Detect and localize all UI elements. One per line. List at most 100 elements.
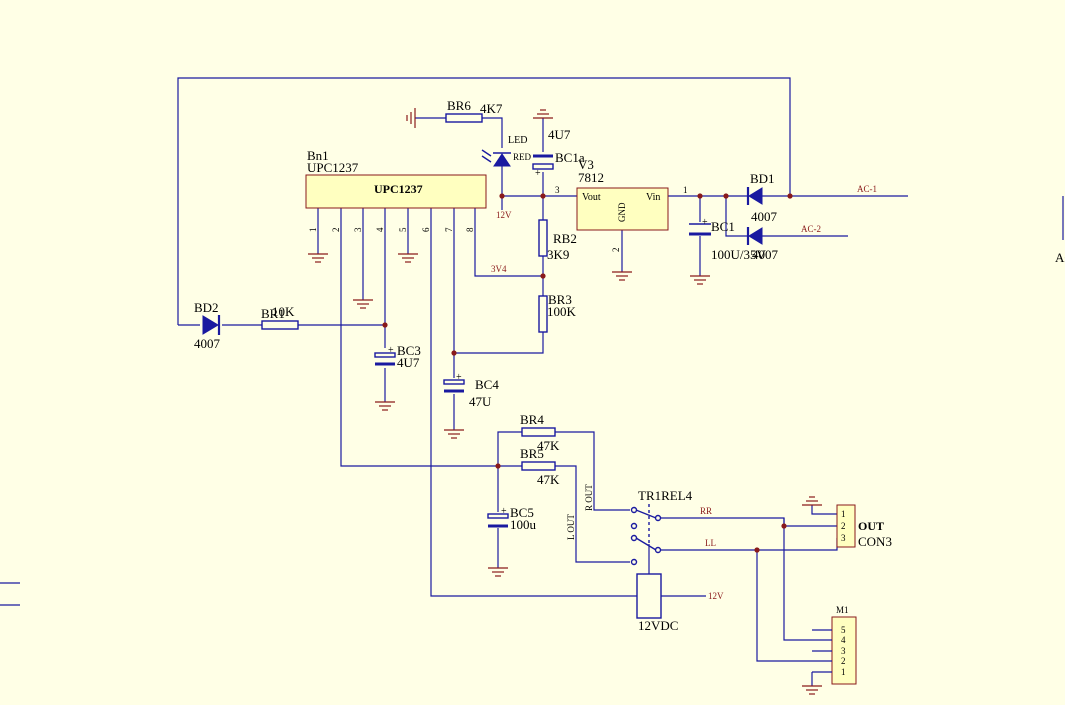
bc1-value: 100U/35V [711,247,767,262]
relay-ref: TR1REL4 [638,488,693,503]
ic-pin-label: 7 [444,227,454,232]
net-r-out: R OUT [584,484,594,511]
bc5-ref: BC5 [510,505,534,520]
ic-pin-label: 1 [308,228,318,233]
junction [781,523,787,529]
connector-m1: M1 5 4 3 2 1 [812,605,857,685]
rb2-ref: RB2 [553,231,577,246]
ic-body-label: UPC1237 [374,182,423,196]
capacitor-bc1: + BC1 100U/35V [689,217,767,262]
br4-ref: BR4 [520,412,544,427]
junction [723,193,729,199]
ic-pin-label: 2 [331,228,341,233]
ground-icon [802,496,822,506]
ground-icon [353,299,373,309]
junction [754,547,760,553]
ground-icon [398,253,418,263]
br3-value: 100K [547,304,577,319]
led-color: RED [513,152,532,162]
connector-con3: 1 2 3 OUT CON3 [836,504,892,549]
bd1-ref: BD1 [750,171,775,186]
rb2-value: 3K9 [547,247,569,262]
con-pin-label: 1 [841,509,846,519]
bc1a-value: 4U7 [548,127,571,142]
net-l-out: L OUT [566,514,576,540]
led-red: LED RED [481,135,532,167]
regulator-pin-gnd: 2 [611,248,621,253]
ground-icon [308,253,328,263]
bc4-value: 47U [469,394,492,409]
resistor-br1: BR1 10K [261,304,299,330]
ground-icon [802,685,822,695]
ground-icon [533,109,553,119]
resistor-rb2: RB2 3K9 [538,219,577,262]
ic-pin-label: 4 [375,227,385,232]
junction [495,463,501,469]
ic-pin-label: 5 [398,227,408,232]
regulator-vin-label: Vin [646,192,660,203]
capacitor-bc5: + BC5 100u [487,505,537,532]
m1-pin-label: 2 [841,656,846,666]
con-value: CON3 [858,534,892,549]
junction [540,193,546,199]
m1-pin-label: 1 [841,667,846,677]
net-12v-relay: 12V [708,591,724,601]
ground-icon [406,108,416,128]
br3-ref: BR3 [548,292,572,307]
bc3-ref: BC3 [397,343,421,358]
ic-designator: Bn1 [307,148,329,163]
svg-text:+: + [702,217,708,228]
wires [0,77,908,686]
resistor-br5: BR5 47K [520,446,560,487]
regulator-vout-label: Vout [582,192,601,203]
regulator-part-number: 7812 [578,170,604,185]
br1-value: 10K [272,304,295,319]
resistor-br6: BR6 4K7 [445,98,503,123]
capacitor-bc1a: + 4U7 BC1a [532,127,585,179]
net-3v4: 3V4 [491,264,507,274]
br1-ref: BR1 [261,306,285,321]
ground-icon [690,275,710,285]
relay-coil-voltage: 12VDC [638,618,678,633]
regulator-pin-in: 1 [683,185,688,195]
relay-tr1rel4: TR1REL4 12VDC [630,488,693,633]
junction [382,322,388,328]
svg-text:+: + [456,372,462,383]
regulator-pin-out: 3 [555,185,560,195]
br5-ref: BR5 [520,446,544,461]
diode-bd1: BD1 4007 4007 [746,171,779,262]
capacitor-bc4: + BC4 47U [443,372,499,409]
net-rr: RR [700,506,712,516]
br6-value: 4K7 [480,101,503,116]
junction [697,193,703,199]
bc4-ref: BC4 [475,377,499,392]
junction [451,350,457,356]
junction [499,193,505,199]
junctions [382,193,793,553]
con-pin-label: 3 [841,533,846,543]
regulator-gnd-label: GND [617,202,627,222]
ic-pin-label: 6 [421,227,431,232]
br4-value: 47K [537,438,560,453]
ic-pin-label: 3 [353,227,363,232]
bd2-ref: BD2 [194,300,219,315]
bd1-value: 4007 [751,209,778,224]
net-12v-led: 12V [496,210,512,220]
resistor-br3: BR3 100K [538,292,577,333]
svg-text:+: + [501,506,507,517]
bc1a-ref: BC1a [555,150,585,165]
diode-bd2: BD2 4007 [194,300,221,351]
m1-pin-label: 5 [841,625,846,635]
ground-icon [375,401,395,411]
ic-upc1237: Bn1 UPC1237 UPC1237 1 2 3 4 5 6 7 8 [305,148,487,233]
bc3-value: 4U7 [397,355,420,370]
m1-ref: M1 [836,605,849,615]
br5-value: 47K [537,472,560,487]
net-ac2: AC-2 [801,224,821,234]
net-ll: LL [705,538,716,548]
bc1-ref: BC1 [711,219,735,234]
con-pin-label: 2 [841,521,846,531]
ground-icon [444,429,464,439]
capacitor-bc3: + BC3 4U7 [374,343,421,370]
